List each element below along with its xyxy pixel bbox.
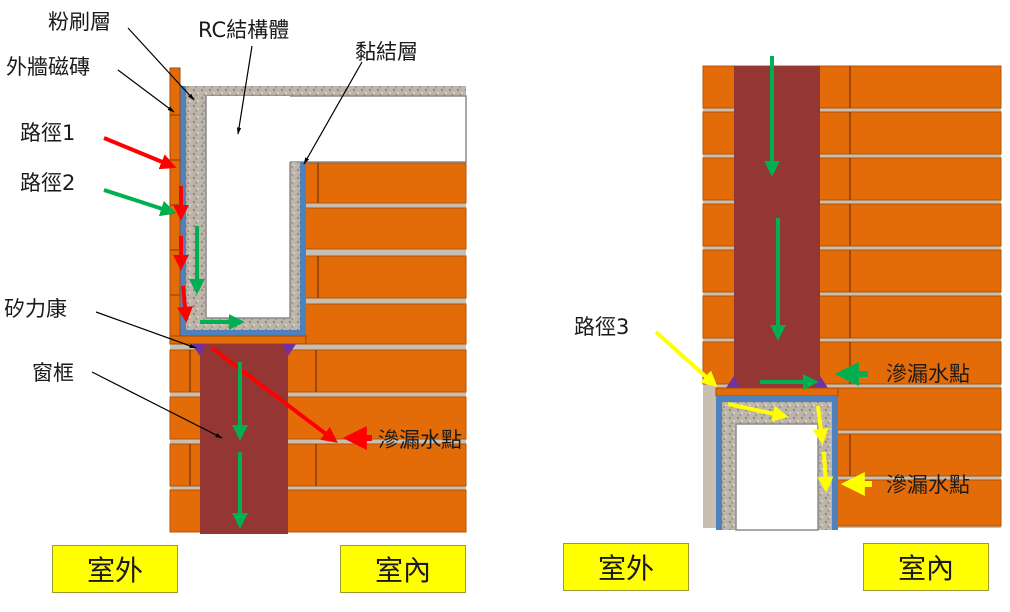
sealant-left-b <box>282 344 296 356</box>
label-exterior-tile: 外牆磁磚 <box>6 55 90 79</box>
label-path1: 路徑1 <box>20 121 75 145</box>
left-outdoor-box: 室外 <box>52 545 178 593</box>
left-brick-courses <box>169 162 467 533</box>
label-plaster-layer: 粉刷層 <box>48 10 111 34</box>
left-leader-lines <box>91 27 363 439</box>
right-outdoor-box: 室外 <box>563 543 689 591</box>
label-silicone: 矽力康 <box>4 297 67 321</box>
label-window-frame: 窗框 <box>32 361 74 385</box>
window-sill-right <box>715 387 839 397</box>
left-indoor-box: 室內 <box>340 545 466 593</box>
path1-arrows <box>103 136 372 450</box>
right-indoor-box: 室內 <box>863 543 989 591</box>
path2-arrows <box>103 188 248 529</box>
label-path3: 路徑3 <box>574 315 629 339</box>
plaster-layer-right <box>716 396 722 530</box>
right-green-arrows <box>760 56 868 390</box>
left-brick-joints <box>189 163 319 486</box>
right-section: 路徑3 滲漏水點 滲漏水點 <box>574 56 1002 531</box>
rc-void-right <box>735 423 819 531</box>
sealant-right-a <box>726 376 740 388</box>
left-section: 粉刷層 RC結構體 外牆磁磚 黏結層 路徑1 路徑2 矽力康 窗框 滲漏水點 <box>4 10 467 534</box>
path3-arrows <box>654 330 872 496</box>
label-rc-structure: RC結構體 <box>198 18 289 42</box>
label-leak-point-left: 滲漏水點 <box>378 428 462 452</box>
label-leak-point-right-upper: 滲漏水點 <box>886 362 970 386</box>
window-sill-left <box>169 335 307 345</box>
exterior-tile-strip <box>169 67 181 341</box>
rc-column-void <box>206 96 290 318</box>
label-leak-point-right-lower: 滲漏水點 <box>886 473 970 497</box>
label-bonding-layer: 黏結層 <box>355 40 418 64</box>
label-path2: 路徑2 <box>20 171 75 195</box>
